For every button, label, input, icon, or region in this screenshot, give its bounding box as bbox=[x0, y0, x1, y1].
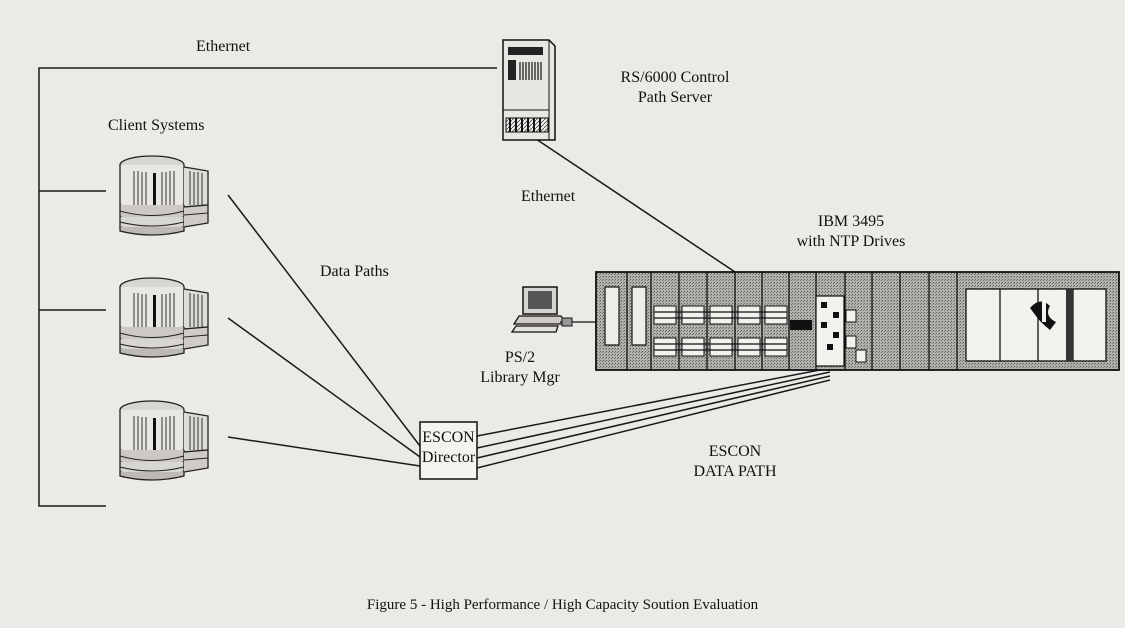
ibm-3495-label: IBM 3495 with NTP Drives bbox=[796, 213, 906, 250]
escon-director-label: ESCON Director bbox=[421, 429, 476, 466]
rs6000-server-icon bbox=[502, 39, 556, 141]
control-server-label: RS/6000 Control Path Server bbox=[620, 69, 730, 106]
ethernet-server-link bbox=[529, 134, 736, 273]
client-system-3-icon bbox=[119, 400, 209, 481]
figure-caption: Figure 5 - High Performance / High Capac… bbox=[366, 597, 759, 613]
client-system-2-icon bbox=[119, 277, 209, 358]
client-system-1-icon bbox=[119, 155, 209, 236]
data-paths bbox=[227, 194, 421, 467]
escon-data-path-label: ESCON DATA PATH bbox=[693, 443, 777, 480]
ethernet-mid-label: Ethernet bbox=[521, 188, 576, 205]
client-systems-label: Client Systems bbox=[108, 117, 205, 134]
ps2-computer-icon bbox=[510, 286, 600, 333]
ethernet-top-label: Ethernet bbox=[196, 38, 251, 55]
ibm-3495-library-icon bbox=[595, 271, 1120, 371]
escon-director-box bbox=[419, 421, 478, 480]
ethernet-bus bbox=[38, 67, 497, 507]
escon-data-path-lines bbox=[476, 367, 831, 469]
ps2-library-mgr-label: PS/2 Library Mgr bbox=[480, 349, 560, 386]
data-paths-label: Data Paths bbox=[320, 263, 389, 280]
